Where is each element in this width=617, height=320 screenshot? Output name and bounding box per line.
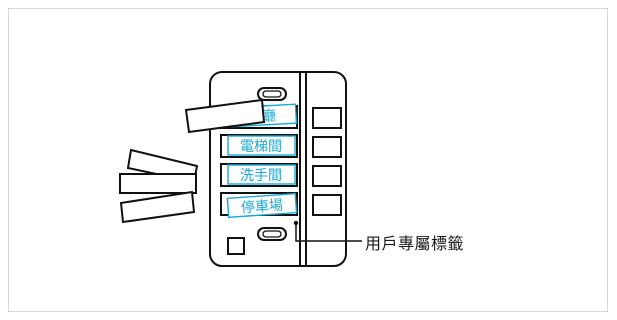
label-sticker-2: 電梯間: [227, 135, 296, 156]
right-switch-2: [312, 136, 342, 158]
callout-line: [295, 223, 362, 242]
peeled-backing-1: [184, 98, 266, 134]
right-switch-1: [312, 107, 342, 129]
right-switch-3: [312, 165, 342, 187]
top-screw-inner: [262, 90, 282, 98]
label-text-3: 洗手間: [240, 168, 282, 184]
label-sticker-3: 洗手間: [227, 164, 296, 185]
label-sticker-4: 停車場: [226, 192, 298, 219]
label-text-2: 電梯間: [240, 139, 282, 155]
bottom-screw-inner: [262, 230, 282, 238]
label-text-4: 停車場: [240, 197, 283, 217]
peeled-backing-4: [119, 190, 196, 224]
peeled-backing-3: [119, 173, 197, 194]
right-switch-4: [312, 194, 342, 216]
callout-label: 用戶專屬標籤: [365, 234, 465, 253]
indicator-square: [227, 237, 245, 255]
